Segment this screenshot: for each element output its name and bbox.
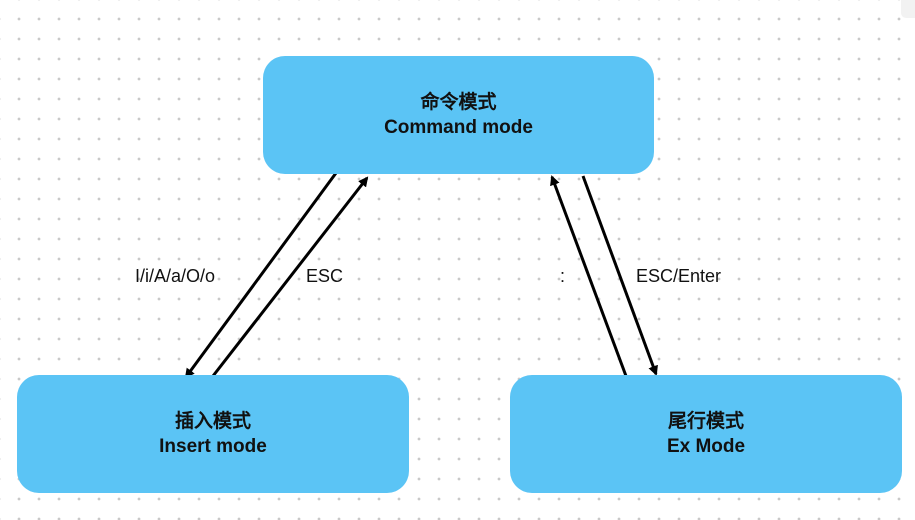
insert-keys-label: I/i/A/a/O/o: [135, 266, 216, 286]
ex-mode-title-en: Ex Mode: [666, 436, 746, 457]
command-mode-title-zh: 命令模式: [420, 92, 497, 113]
colon-label: :: [560, 266, 566, 286]
command-mode-title-en: Command mode: [384, 117, 533, 138]
insert-mode-node[interactable]: 插入模式 Insert mode: [17, 375, 409, 493]
insert-mode-title-en: Insert mode: [159, 436, 267, 457]
insert-mode-title-zh: 插入模式: [174, 411, 251, 432]
canvas-corner-handle: [901, 0, 915, 18]
ex-mode-node[interactable]: 尾行模式 Ex Mode: [510, 375, 902, 493]
arrow-insert-to-command: [211, 176, 369, 377]
esc-enter-label: ESC/Enter: [636, 266, 722, 286]
esc-label: ESC: [306, 266, 344, 286]
ex-mode-title-zh: 尾行模式: [667, 411, 744, 432]
command-mode-node[interactable]: 命令模式 Command mode: [263, 56, 654, 174]
